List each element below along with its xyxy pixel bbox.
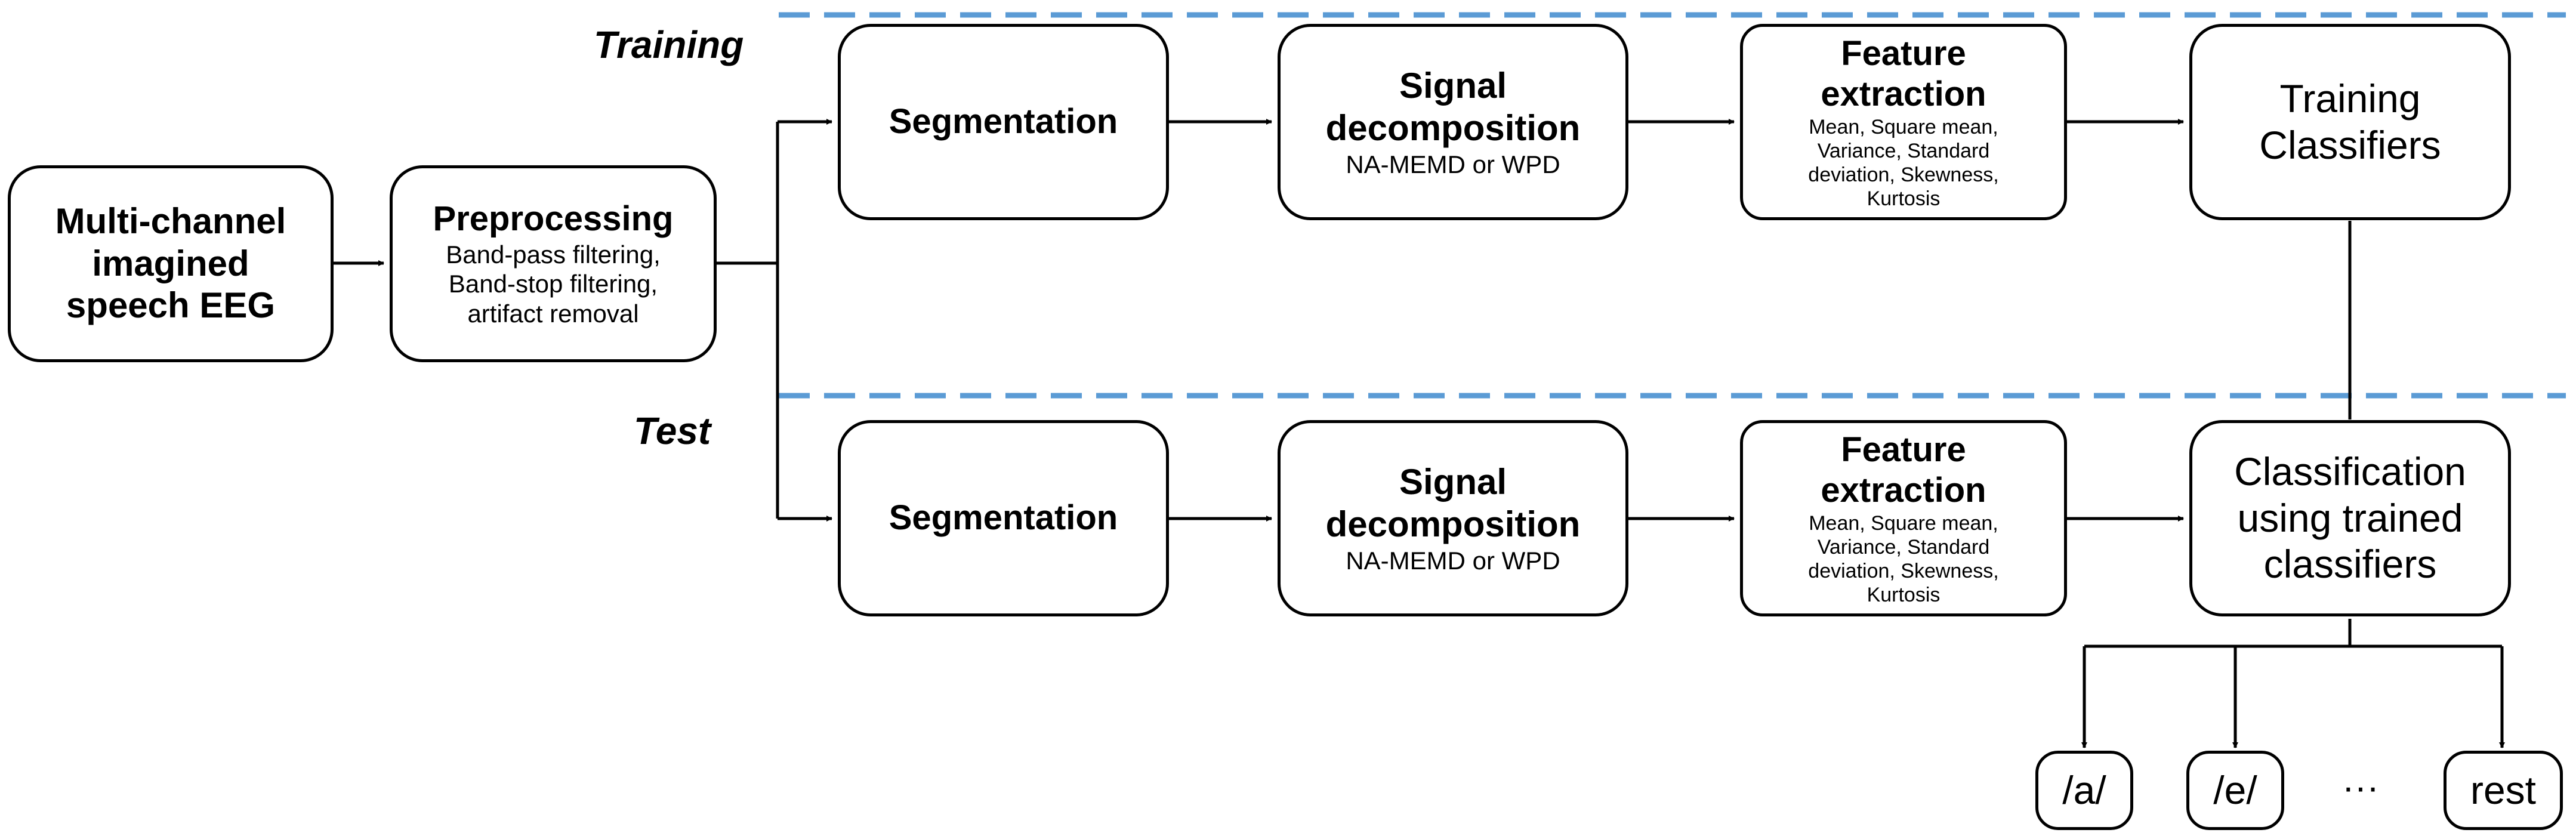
training-segmentation-label: Segmentation: [889, 102, 1118, 141]
training-feature-title-1: Feature: [1841, 33, 1966, 73]
output-e-label: /e/: [2213, 767, 2257, 812]
test-decomposition-title-1: Signal: [1399, 461, 1507, 502]
preprocessing-detail-3: artifact removal: [467, 299, 639, 328]
training-feature-detail-1: Mean, Square mean,: [1809, 115, 1998, 138]
classification-line-2: using trained: [2237, 495, 2463, 540]
training-classifiers-box: Training Classifiers: [2189, 24, 2511, 220]
output-rest-label: rest: [2470, 767, 2537, 812]
training-feature-detail-4: Kurtosis: [1867, 187, 1941, 211]
output-ellipsis: ···: [2342, 767, 2379, 808]
preprocessing-detail-2: Band-stop filtering,: [448, 270, 658, 298]
preprocessing-detail-1: Band-pass filtering,: [446, 240, 661, 269]
training-decomposition-title-2: decomposition: [1325, 107, 1581, 148]
training-stage-label: Training: [594, 23, 744, 66]
training-classifiers-line-2: Classifiers: [2259, 122, 2441, 167]
training-decomposition-box: Signal decomposition NA-MEMD or WPD: [1278, 24, 1628, 220]
output-rest-box: rest: [2444, 751, 2563, 830]
training-segmentation-box: Segmentation: [838, 24, 1169, 220]
test-feature-detail-2: Variance, Standard: [1817, 535, 1990, 559]
test-feature-detail-3: deviation, Skewness,: [1808, 559, 1999, 582]
training-feature-detail-2: Variance, Standard: [1817, 139, 1990, 162]
test-feature-box: Feature extraction Mean, Square mean, Va…: [1740, 420, 2067, 616]
input-line-3: speech EEG: [66, 285, 276, 326]
training-decomposition-title-1: Signal: [1399, 65, 1507, 106]
output-a-label: /a/: [2062, 767, 2106, 812]
test-decomposition-method: NA-MEMD or WPD: [1346, 546, 1560, 575]
classification-line-1: Classification: [2234, 449, 2466, 493]
classification-box: Classification using trained classifiers: [2189, 420, 2511, 616]
input-line-2: imagined: [92, 243, 249, 283]
preprocessing-title: Preprocessing: [433, 199, 674, 239]
training-feature-box: Feature extraction Mean, Square mean, Va…: [1740, 24, 2067, 220]
input-line-1: Multi-channel: [55, 201, 286, 241]
test-decomposition-box: Signal decomposition NA-MEMD or WPD: [1278, 420, 1628, 616]
test-feature-title-2: extraction: [1821, 471, 1986, 510]
test-stage-label: Test: [634, 409, 711, 452]
test-feature-detail-1: Mean, Square mean,: [1809, 511, 1998, 535]
test-segmentation-label: Segmentation: [889, 498, 1118, 538]
test-decomposition-title-2: decomposition: [1325, 504, 1581, 544]
preprocessing-box: Preprocessing Band-pass filtering, Band-…: [390, 165, 717, 362]
test-feature-title-1: Feature: [1841, 430, 1966, 469]
test-segmentation-box: Segmentation: [838, 420, 1169, 616]
test-feature-detail-4: Kurtosis: [1867, 584, 1941, 607]
output-e-box: /e/: [2186, 751, 2284, 830]
training-feature-title-2: extraction: [1821, 75, 1986, 114]
output-a-box: /a/: [2035, 751, 2133, 830]
training-feature-detail-3: deviation, Skewness,: [1808, 163, 1999, 186]
training-classifiers-line-1: Training: [2279, 76, 2421, 121]
classification-line-3: classifiers: [2263, 542, 2437, 587]
eeg-input-box: Multi-channel imagined speech EEG: [8, 165, 334, 362]
training-decomposition-method: NA-MEMD or WPD: [1346, 150, 1560, 178]
